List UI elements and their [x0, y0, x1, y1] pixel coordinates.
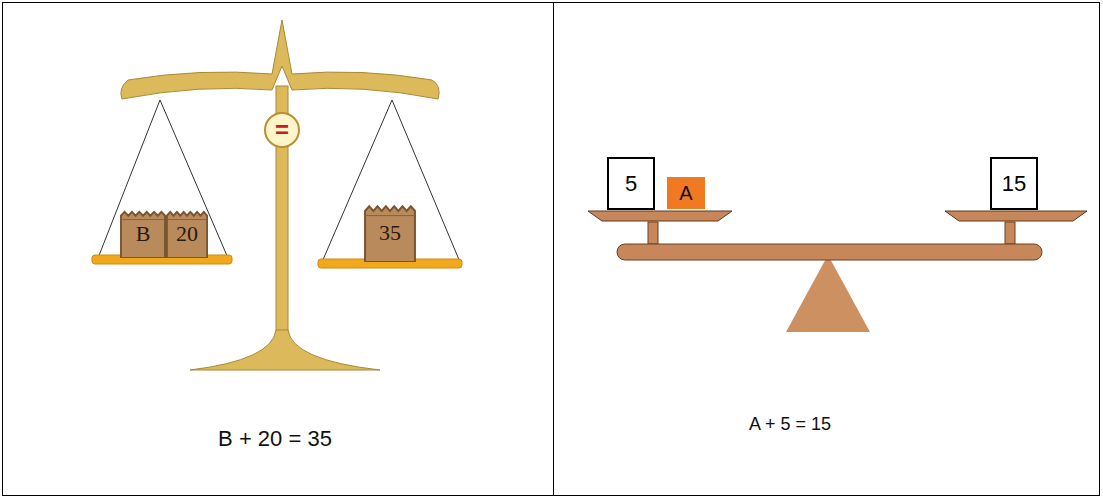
- weight-bag: 35: [364, 204, 416, 262]
- node-text: B: [136, 221, 151, 247]
- table-border: [3, 3, 1100, 496]
- weight-box: 15: [990, 157, 1038, 210]
- node-text: A: [679, 182, 692, 205]
- weight-bag: 20: [166, 210, 208, 258]
- weight-bag: B: [120, 210, 166, 258]
- node-text: 35: [379, 220, 401, 246]
- weight-box: 5: [607, 157, 655, 210]
- seesaw: [588, 211, 1087, 332]
- equation-caption: A + 5 = 15: [749, 414, 831, 435]
- equation-caption: B + 20 = 35: [218, 426, 332, 452]
- unknown-box: A: [667, 177, 705, 209]
- node-text: 15: [1002, 171, 1026, 197]
- cell-divider: [553, 3, 554, 496]
- node-text: =: [275, 116, 289, 144]
- node-text: 20: [176, 221, 198, 247]
- node-text: 5: [625, 171, 637, 197]
- balance-scale: [92, 20, 462, 370]
- equals-sign: =: [264, 112, 300, 148]
